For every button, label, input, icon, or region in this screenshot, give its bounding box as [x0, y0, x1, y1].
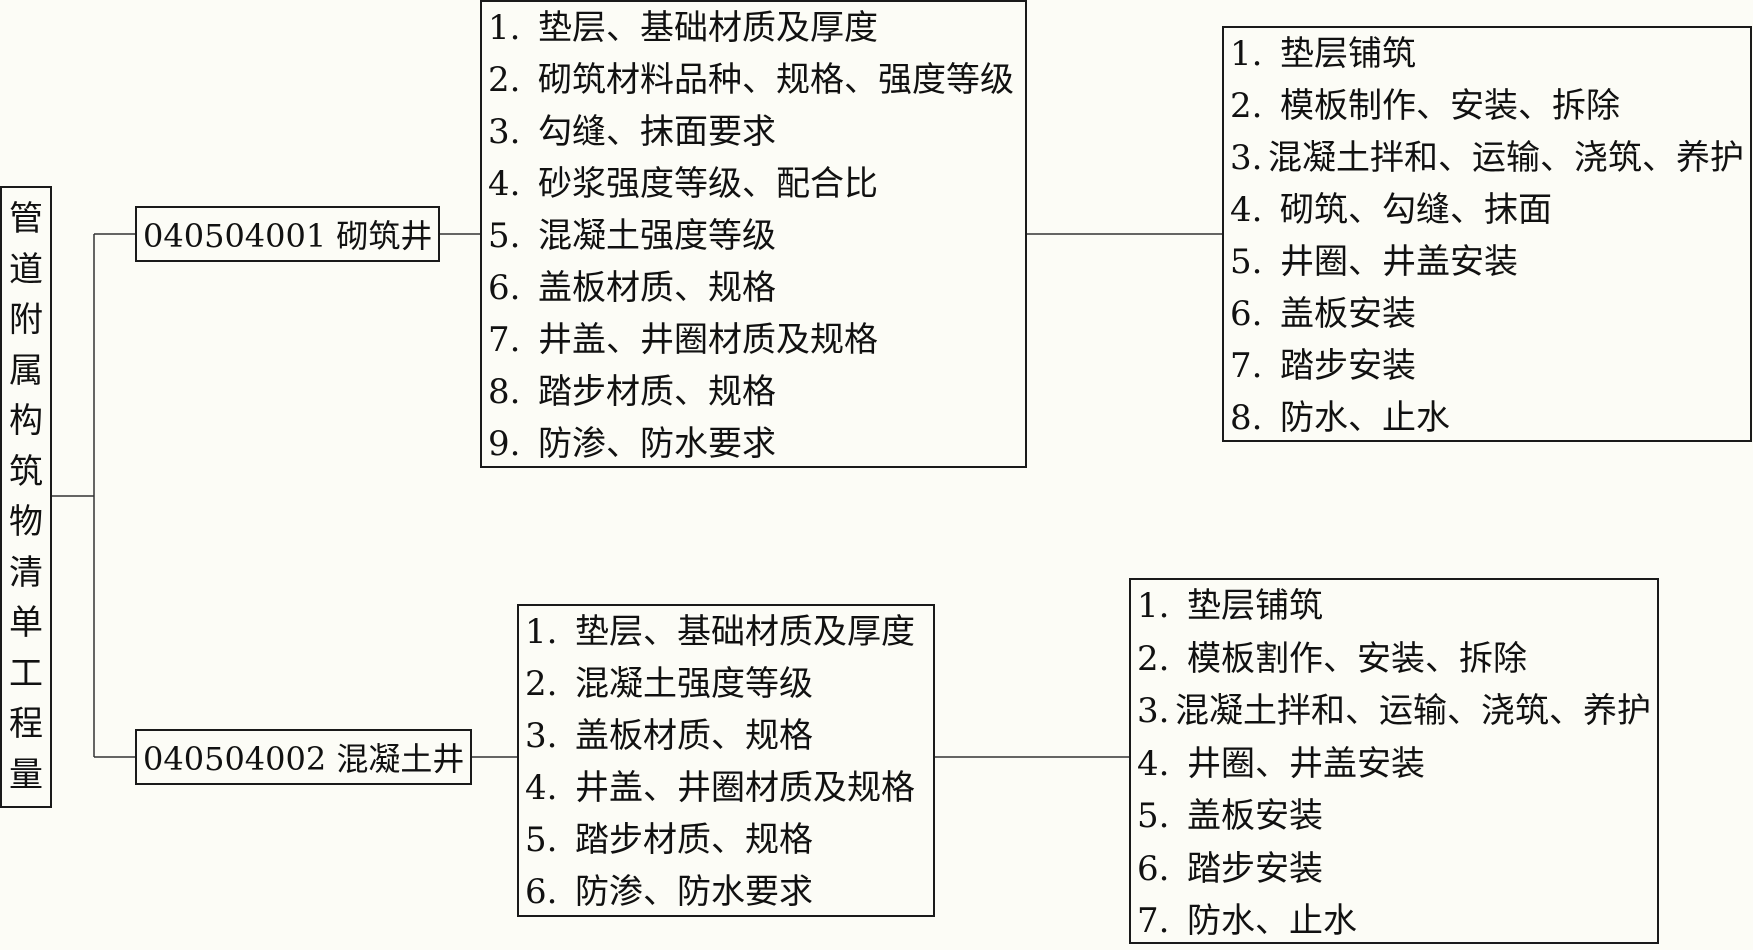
list-item: 5.踏步材质、规格	[525, 820, 813, 860]
list-item: 2.砌筑材料品种、规格、强度等级	[488, 60, 1014, 100]
list-item: 5.井圈、井盖安装	[1230, 242, 1518, 282]
root-title-char: 筑	[9, 451, 43, 492]
work-list-concrete-well: 1.垫层铺筑 2.模板割作、安装、拆除 3.混凝土拌和、运输、浇筑、养护 4.井…	[1129, 578, 1659, 944]
code-box-masonry-well: 040504001 砌筑井	[135, 206, 441, 262]
list-item: 7.井盖、井圈材质及规格	[488, 320, 878, 360]
list-item: 3.勾缝、抹面要求	[488, 112, 776, 152]
list-item: 5.混凝土强度等级	[488, 216, 776, 256]
root-title-char: 单	[9, 603, 43, 644]
root-title-char: 附	[9, 300, 43, 341]
list-item: 3.盖板材质、规格	[525, 716, 813, 756]
root-title-char: 工	[9, 653, 43, 694]
list-item: 1.垫层铺筑	[1230, 34, 1416, 74]
list-item: 6.踏步安装	[1137, 848, 1323, 889]
root-title-char: 构	[9, 401, 43, 442]
list-item: 8.防水、止水	[1230, 398, 1450, 438]
code-label: 040504002 混凝土井	[143, 740, 465, 778]
code-box-concrete-well: 040504002 混凝土井	[135, 729, 473, 785]
list-item: 4.砌筑、勾缝、抹面	[1230, 190, 1552, 230]
root-title-char: 属	[9, 350, 43, 391]
root-title-char: 道	[9, 249, 43, 290]
list-item: 3.混凝土拌和、运输、浇筑、养护	[1230, 138, 1744, 178]
work-list-masonry-well: 1.垫层铺筑 2.模板制作、安装、拆除 3.混凝土拌和、运输、浇筑、养护 4.砌…	[1222, 26, 1752, 442]
root-title-char: 程	[9, 704, 43, 745]
list-item: 4.井盖、井圈材质及规格	[525, 768, 915, 808]
list-item: 6.盖板材质、规格	[488, 268, 776, 308]
list-item: 4.井圈、井盖安装	[1137, 743, 1425, 784]
list-item: 1.垫层、基础材质及厚度	[488, 8, 878, 48]
code-label: 040504001 砌筑井	[143, 217, 433, 255]
feature-list-masonry-well: 1.垫层、基础材质及厚度 2.砌筑材料品种、规格、强度等级 3.勾缝、抹面要求 …	[480, 0, 1027, 468]
list-item: 2.混凝土强度等级	[525, 664, 813, 704]
list-item: 7.防水、止水	[1137, 901, 1357, 941]
list-item: 6.防渗、防水要求	[525, 872, 813, 912]
root-title-char: 量	[9, 754, 43, 795]
root-title-char: 管	[9, 199, 43, 240]
list-item: 8.踏步材质、规格	[488, 372, 776, 412]
list-item: 7.踏步安装	[1230, 346, 1416, 386]
root-title-char: 清	[9, 552, 43, 593]
list-item: 2.模板制作、安装、拆除	[1230, 86, 1620, 126]
list-item: 4.砂浆强度等级、配合比	[488, 164, 878, 204]
root-title-char: 物	[9, 502, 43, 543]
list-item: 5.盖板安装	[1137, 796, 1323, 836]
feature-list-concrete-well: 1.垫层、基础材质及厚度 2.混凝土强度等级 3.盖板材质、规格 4.井盖、井圈…	[517, 604, 935, 917]
root-title-box: 管 道 附 属 构 筑 物 清 单 工 程 量	[0, 186, 52, 808]
list-item: 3.混凝土拌和、运输、浇筑、养护	[1137, 691, 1651, 731]
list-item: 9.防渗、防水要求	[488, 424, 776, 464]
list-item: 1.垫层铺筑	[1137, 586, 1323, 626]
list-item: 6.盖板安装	[1230, 294, 1416, 334]
list-item: 1.垫层、基础材质及厚度	[525, 612, 915, 652]
list-item: 2.模板割作、安装、拆除	[1137, 638, 1527, 679]
